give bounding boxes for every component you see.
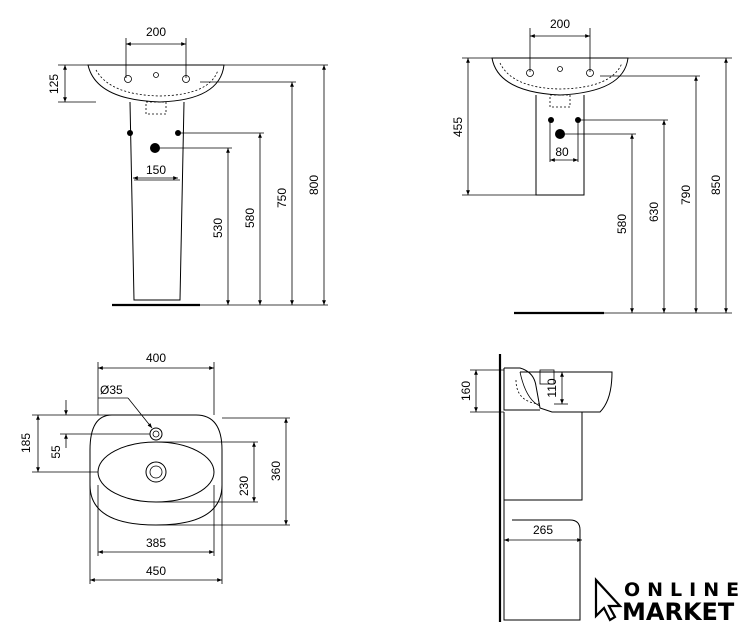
top-dim-400: 400 bbox=[146, 351, 166, 365]
front-trap bbox=[145, 101, 167, 115]
top-dim-55: 55 bbox=[49, 445, 63, 459]
side-pedestal-upper bbox=[503, 412, 583, 501]
front-basin-inner bbox=[95, 69, 219, 97]
side-dim-110: 110 bbox=[545, 378, 559, 397]
brand-line2: MARKET bbox=[622, 598, 735, 626]
top-basin-outline bbox=[89, 414, 223, 526]
front-dim-800: 800 bbox=[307, 175, 321, 195]
top-dim-385: 385 bbox=[146, 536, 166, 550]
front-pedestal bbox=[129, 101, 185, 301]
half-dim-580: 580 bbox=[615, 214, 629, 234]
side-view: 160 110 265 bbox=[459, 354, 613, 622]
front-view: 200 125 150 530 580 750 800 bbox=[47, 25, 328, 307]
top-view: 400 Ø35 185 55 230 360 385 450 bbox=[19, 351, 290, 584]
brand-line1: ONLINE bbox=[624, 579, 746, 601]
half-dim-850: 850 bbox=[709, 175, 723, 195]
top-dim-185: 185 bbox=[19, 433, 33, 453]
front-dim-750: 750 bbox=[275, 188, 289, 208]
top-dim-230: 230 bbox=[237, 476, 251, 496]
top-dim-35: Ø35 bbox=[100, 383, 123, 397]
half-pedestal-view: 200 455 80 580 630 790 850 bbox=[451, 17, 732, 315]
top-dim-360: 360 bbox=[269, 461, 283, 481]
front-dim-580: 580 bbox=[243, 208, 257, 228]
half-dim-790: 790 bbox=[679, 185, 693, 205]
cursor-icon bbox=[594, 577, 623, 622]
side-dim-265: 265 bbox=[533, 523, 553, 537]
front-tap-left-icon bbox=[124, 75, 132, 83]
half-dim-80: 80 bbox=[555, 145, 569, 159]
side-basin bbox=[504, 367, 613, 413]
top-dim-450: 450 bbox=[146, 564, 166, 578]
half-basin bbox=[491, 57, 629, 96]
front-dim-530: 530 bbox=[211, 218, 225, 238]
front-overflow-icon bbox=[153, 72, 159, 78]
top-bowl bbox=[97, 441, 215, 503]
side-dim-160: 160 bbox=[459, 381, 473, 401]
half-dim-455: 455 bbox=[451, 117, 465, 137]
front-dim-200: 200 bbox=[146, 25, 166, 39]
half-pedestal bbox=[535, 95, 585, 196]
front-basin bbox=[87, 64, 225, 103]
half-dim-630: 630 bbox=[647, 202, 661, 222]
top-taphole-icon bbox=[149, 427, 163, 441]
half-dim-200: 200 bbox=[550, 17, 570, 31]
top-drain-icon bbox=[145, 461, 167, 483]
front-dim-125: 125 bbox=[47, 74, 61, 94]
side-overflow bbox=[539, 369, 555, 385]
front-dim-150: 150 bbox=[146, 163, 166, 177]
side-pedestal-lower bbox=[503, 500, 581, 621]
brand-logo: ONLINE MARKET bbox=[594, 577, 746, 626]
